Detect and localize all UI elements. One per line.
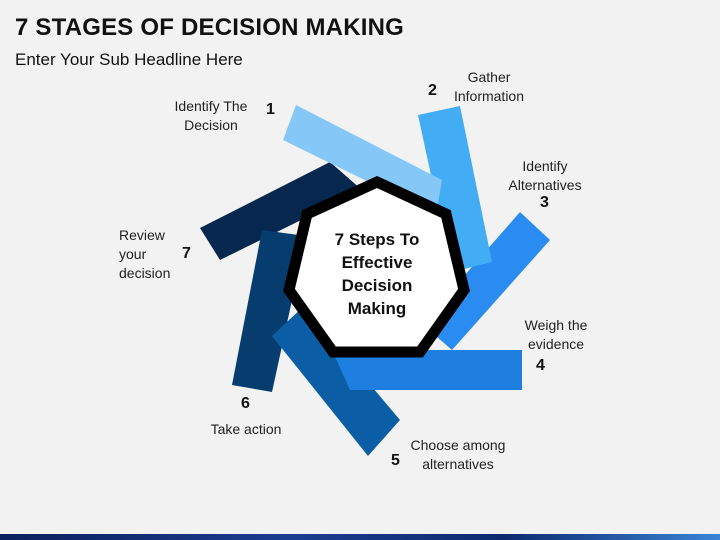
stage-5-label: Choose among alternatives — [404, 436, 512, 474]
stage-4-label-line-2: evidence — [527, 336, 585, 352]
stage-6-bar — [232, 230, 306, 392]
stage-4-label: Weigh the evidence — [514, 316, 598, 354]
stage-7-number: 7 — [182, 245, 191, 262]
stage-2-label-line-2: Information — [453, 88, 525, 104]
stage-4-bar — [332, 350, 522, 390]
stage-2-number: 2 — [428, 82, 437, 99]
center-label: 7 Steps To Effective Decision Making — [318, 228, 436, 320]
center-line-3: Decision — [341, 276, 413, 295]
stage-2-label: Gather Information — [446, 68, 532, 106]
stage-7-label: Review your decision — [119, 226, 183, 283]
stage-3-label-line-2: Alternatives — [508, 177, 582, 193]
stage-3-bar — [422, 212, 550, 350]
stage-1-bar — [283, 105, 442, 215]
stage-5-bar — [272, 306, 400, 456]
stage-1-label: Identify The Decision — [165, 97, 257, 135]
center-line-4: Making — [347, 299, 407, 318]
stage-5-number: 5 — [391, 452, 400, 469]
stage-5-label-line-1: Choose among — [410, 437, 506, 453]
stage-6-label-line-1: Take action — [210, 421, 282, 437]
center-line-2: Effective — [341, 253, 413, 272]
center-line-1: 7 Steps To — [334, 230, 420, 249]
stage-3-label-line-1: Identify — [522, 158, 568, 174]
stage-4-number: 4 — [536, 357, 545, 374]
stage-7-label-line-2: your — [119, 246, 147, 262]
stage-7-label-line-1: Review — [119, 227, 165, 243]
stage-3-number: 3 — [540, 194, 549, 211]
stage-6-label: Take action — [204, 420, 288, 439]
stage-3-label: Identify Alternatives — [500, 157, 590, 195]
stage-1-number: 1 — [266, 101, 275, 118]
stage-7-bar — [200, 162, 362, 260]
stage-2-label-line-1: Gather — [467, 69, 511, 85]
center-heptagon — [283, 175, 470, 358]
stage-1-label-line-1: Identify The — [174, 98, 248, 114]
stage-5-label-line-2: alternatives — [422, 456, 494, 472]
stage-7-label-line-3: decision — [119, 265, 171, 281]
page-subtitle: Enter Your Sub Headline Here — [15, 50, 243, 69]
footer-bar — [0, 534, 720, 540]
stage-1-label-line-2: Decision — [184, 117, 238, 133]
stage-6-number: 6 — [241, 395, 250, 412]
page-title: 7 STAGES OF DECISION MAKING — [15, 14, 404, 41]
stage-2-bar — [418, 106, 492, 272]
stage-4-label-line-1: Weigh the — [524, 317, 588, 333]
